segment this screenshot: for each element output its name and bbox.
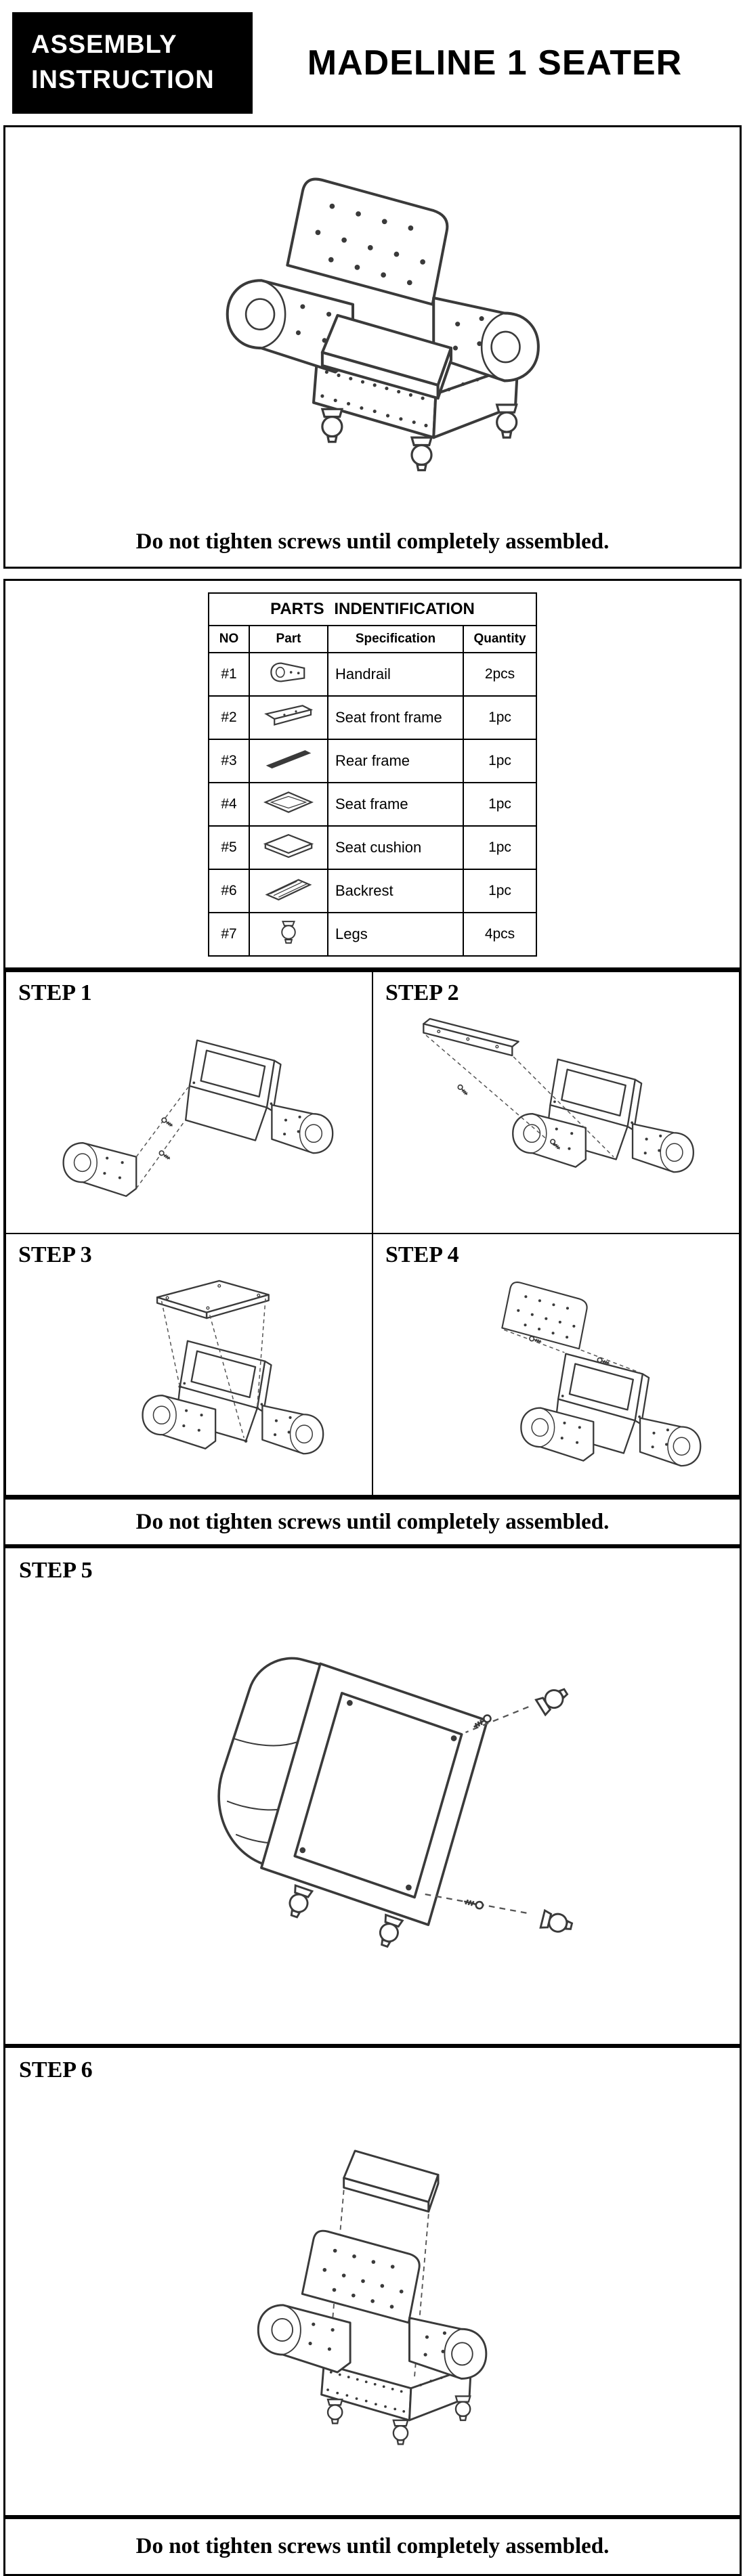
part-qty: 1pc [463, 781, 537, 827]
assembled-chair-illustration [176, 141, 569, 501]
seat-frame-part [156, 1280, 270, 1319]
part-no: #5 [208, 825, 250, 870]
parts-identification-section: PARTS INDENTIFICATION NO Part Specificat… [3, 579, 742, 969]
seat-cushion-part [343, 2149, 440, 2212]
part-spec: Rear frame [327, 738, 464, 783]
seat-cushion-part-icon [263, 833, 314, 858]
part-icon-cell [249, 738, 328, 783]
assembly-warning: Do not tighten screws until completely a… [135, 1509, 610, 1534]
parts-table-title: PARTS INDENTIFICATION [208, 592, 537, 626]
warning-bar: Do not tighten screws until completely a… [3, 1498, 742, 1546]
col-header-spec: Specification [327, 624, 464, 653]
steps-grid: STEP 1 STEP 2 [3, 969, 742, 1498]
assembled-chair-section: Do not tighten screws until completely a… [3, 125, 742, 569]
part-spec: Seat cushion [327, 825, 464, 870]
step-5-illustration [217, 1657, 575, 1950]
seat-frame-part-icon [263, 791, 314, 813]
part-spec: Seat frame [327, 781, 464, 827]
backrest-part [501, 1281, 588, 1349]
part-icon-cell [249, 868, 328, 913]
warning-bar: Do not tighten screws until completely a… [3, 2517, 742, 2576]
page-title: MADELINE 1 SEATER [307, 43, 683, 83]
part-icon-cell [249, 825, 328, 870]
part-no: #3 [208, 738, 250, 783]
part-icon-cell [249, 911, 328, 957]
part-no: #1 [208, 651, 250, 697]
handrail-part [62, 1141, 137, 1197]
part-qty: 2pcs [463, 651, 537, 697]
part-spec: Seat front frame [327, 695, 464, 740]
step-2-illustration [423, 1018, 695, 1173]
col-header-part: Part [249, 624, 328, 653]
part-icon-cell [249, 651, 328, 697]
step-3-panel: STEP 3 [5, 1234, 372, 1496]
legs-part-icon [281, 921, 296, 944]
step-6-panel: STEP 6 [3, 2046, 742, 2517]
table-row: #1 Handrail 2pcs [208, 651, 537, 697]
badge-line-2: INSTRUCTION [31, 65, 215, 94]
table-row: #3 Rear frame 1pc [208, 738, 537, 783]
part-no: #6 [208, 868, 250, 913]
col-header-qty: Quantity [463, 624, 537, 653]
title-wrap: MADELINE 1 SEATER [259, 43, 730, 83]
part-no: #4 [208, 781, 250, 827]
part-qty: 1pc [463, 695, 537, 740]
part-no: #2 [208, 695, 250, 740]
step-5-panel: STEP 5 [3, 1546, 742, 2046]
assembly-warning: Do not tighten screws until completely a… [135, 529, 610, 554]
part-icon-cell [249, 695, 328, 740]
step-4-label: STEP 4 [385, 1242, 459, 1267]
table-row: #7 Legs 4pcs [208, 911, 537, 957]
step-3-label: STEP 3 [18, 1242, 92, 1267]
parts-table-header-row: NO Part Specification Quantity [208, 624, 537, 653]
rear-frame-part-icon [265, 750, 312, 769]
table-row: #4 Seat frame 1pc [208, 781, 537, 827]
step-1-panel: STEP 1 [5, 972, 372, 1234]
table-row: #6 Backrest 1pc [208, 868, 537, 913]
part-qty: 1pc [463, 868, 537, 913]
part-spec: Backrest [327, 868, 464, 913]
step-6-label: STEP 6 [19, 2057, 93, 2082]
part-no: #7 [208, 911, 250, 957]
step-1-label: STEP 1 [18, 980, 92, 1005]
seat-front-frame-part [423, 1018, 519, 1056]
part-qty: 1pc [463, 825, 537, 870]
parts-table: PARTS INDENTIFICATION NO Part Specificat… [208, 592, 537, 957]
backrest-part-icon [265, 879, 312, 901]
part-qty: 1pc [463, 738, 537, 783]
step-2-panel: STEP 2 [372, 972, 740, 1234]
part-icon-cell [249, 781, 328, 827]
step-6-illustration [213, 2149, 532, 2483]
step-4-panel: STEP 4 [372, 1234, 740, 1496]
section-gap [0, 569, 745, 579]
badge-line-1: ASSEMBLY [31, 30, 177, 59]
step-5-label: STEP 5 [19, 1558, 93, 1583]
part-spec: Handrail [327, 651, 464, 697]
part-spec: Legs [327, 911, 464, 957]
header: ASSEMBLY INSTRUCTION MADELINE 1 SEATER [0, 0, 745, 125]
handrail-part-icon [270, 662, 305, 682]
col-header-no: NO [208, 624, 250, 653]
seat-front-frame-part-icon [264, 705, 314, 726]
table-row: #5 Seat cushion 1pc [208, 825, 537, 870]
step-1-illustration [62, 1039, 334, 1197]
step-4-illustration [501, 1281, 702, 1466]
part-qty: 4pcs [463, 911, 537, 957]
assembly-warning: Do not tighten screws until completely a… [135, 2534, 610, 2558]
step-3-illustration [142, 1280, 324, 1454]
step-2-label: STEP 2 [385, 980, 459, 1005]
table-row: #2 Seat front frame 1pc [208, 695, 537, 740]
assembly-instruction-badge: ASSEMBLY INSTRUCTION [12, 12, 253, 114]
